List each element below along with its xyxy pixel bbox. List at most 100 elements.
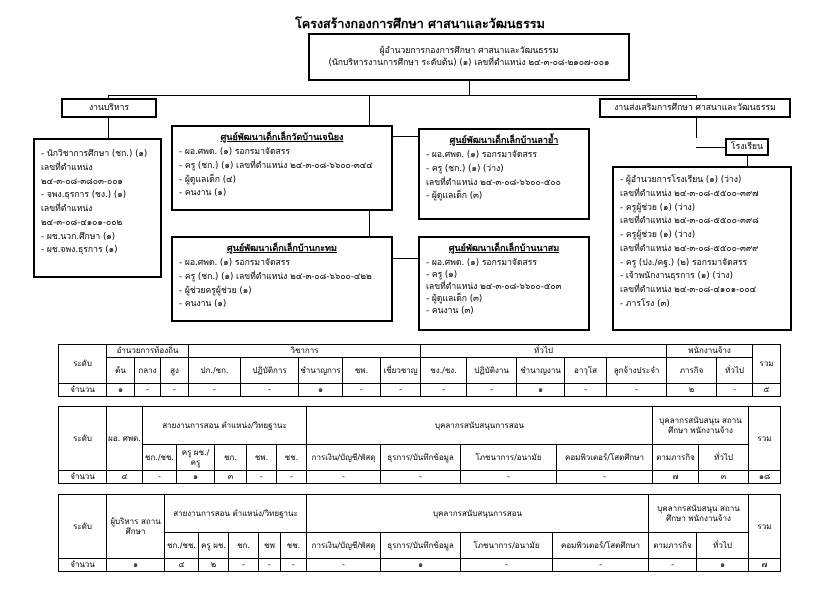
center-list: - ผอ.ศพด. (๑) รอกรมาจัดสรร - ครู (ชก.) (…: [173, 146, 391, 201]
table1-cell: ๑: [516, 383, 566, 397]
table2-col-header: ธุรการ/บันทึกข้อมูล: [380, 444, 461, 471]
table2-col-header: ครู ผช./ครู: [176, 444, 215, 471]
table1-cell: -: [379, 383, 422, 397]
school-item: - ครูผู้ช่วย (๑) (ว่าง): [620, 202, 696, 213]
table1-col-header: ชง./ชง.: [420, 357, 468, 384]
connector-director-down: [469, 81, 470, 95]
connector-horizontal: [108, 95, 696, 96]
admin-label: งานบริหาร: [88, 102, 130, 113]
table3-group-header: บุคลากรสนับสนุนการสอน: [305, 494, 650, 533]
table3-cell: ๔: [164, 558, 199, 572]
table2-total-header: รวม: [748, 406, 782, 471]
table2-cell: -: [142, 470, 177, 484]
table1-col-header: ภารกิจ: [666, 357, 718, 384]
table1-col-header: ชำนาญงาน: [516, 357, 566, 384]
center-item: - คนงาน (๑): [179, 188, 227, 199]
table3-cell: ๗: [748, 558, 782, 572]
center-item: - ผอ.ศพด. (๑) รอกรมาจัดสรร: [179, 258, 290, 268]
center-item: - ครู (ชก.) (๑) เลขที่ตำแหน่ง ๒๔-๓-๐๘-๖๖…: [179, 271, 372, 282]
table2-cell: ๓: [214, 470, 247, 484]
school-item: เลขที่ตำแหน่ง ๒๔-๓-๐๘-๕๕๐๐-๓๙๘: [620, 216, 759, 227]
table2-cell: ๗: [652, 470, 700, 484]
table1-cell: -: [716, 383, 754, 397]
table3-col-header: คอมพิวเตอร์/โสตศึกษา: [551, 532, 650, 559]
center-box-2: ศูนย์พัฒนาเด็กเล็กบ้านลาย้ำ - ผอ.ศพด. (๑…: [418, 128, 590, 220]
table2-head-header: ผอ. ศพด.: [106, 406, 143, 471]
table3-cell: -: [551, 558, 650, 572]
table3-cell: -: [280, 558, 307, 572]
table1-cell: -: [420, 383, 468, 397]
table3-level-header: ระดับ: [58, 494, 107, 559]
table2-cell: -: [555, 470, 654, 484]
table1-col-header: ชพ.: [342, 357, 381, 384]
table1-row-label: จำนวน: [58, 383, 107, 397]
table3-col-header: ธุรการ/บันทึกข้อมูล: [380, 532, 461, 559]
staff-table-2: ระดับ ผอ. ศพด. สายงานการสอน ตำแหน่ง/วิทย…: [58, 406, 782, 484]
table3-col-header: ชก./ชช.: [164, 532, 199, 559]
table1-group-header: พนักงานจ้าง: [666, 344, 754, 358]
center-item: - ผอ.ศพด. (๑) รอกรมาจัดสรร: [426, 150, 537, 160]
table2-cell: ๑: [176, 470, 215, 484]
table1-col-header: ปก./ชก.: [188, 357, 241, 384]
table3-col-header: ตามภารกิจ: [648, 532, 698, 559]
table1-cell: -: [466, 383, 518, 397]
table1-cell: -: [240, 383, 299, 397]
center-box-3: ศูนย์พัฒนาเด็กเล็กบ้านกะทม - ผอ.ศพด. (๑)…: [171, 236, 393, 322]
connector-school-down: [747, 156, 748, 166]
table2-col-header: ชพ.: [246, 444, 277, 471]
center-list: - ผอ.ศพด. (๑) รอกรมาจัดสรร - ครู (๑) เลข…: [420, 257, 588, 317]
table1-cell: -: [564, 383, 608, 397]
center-list: - ผอ.ศพด. (๑) รอกรมาจัดสรร - ครู (ชก.) (…: [420, 149, 588, 204]
table2-col-header: การเงิน/บัญชี/พัสดุ: [306, 444, 381, 471]
table3-group-header: สายงานการสอน ตำแหน่ง/วิทยฐานะ: [164, 494, 307, 533]
table3-cell: ๑: [380, 558, 461, 572]
center-item: - ผอ.ศพด. (๑) รอกรมาจัดสรร: [426, 258, 537, 268]
table3-cell: ๒: [198, 558, 229, 572]
table1-total-header: รวม: [752, 344, 782, 384]
table1-col-header: กลาง: [134, 357, 161, 384]
connector-center-tr: [369, 136, 418, 137]
table3-cell: -: [228, 558, 259, 572]
center-item: เลขที่ตำแหน่ง ๒๔-๓-๐๘-๖๖๐๐-๕๐๓: [426, 282, 562, 293]
admin-list-box: - นักวิชาการศึกษา (ชก.) (๑) เลขที่ตำแหน่…: [33, 138, 162, 278]
promo-label: งานส่งเสริมการศึกษา ศาสนาและวัฒนธรรม: [614, 102, 776, 113]
admin-item: เลขที่ตำแหน่ง: [41, 162, 93, 173]
table3-head-header: ผู้บริหาร สถานศึกษา: [106, 494, 165, 559]
table1-col-header: ทั่วไป: [716, 357, 754, 384]
connector-promo-down: [696, 116, 697, 138]
table3-col-header: ครู ผช.: [198, 532, 229, 559]
chart-title: โครงสร้างกองการศึกษา ศาสนาและวัฒนธรรม: [295, 16, 545, 31]
table3-col-header: ชพ: [258, 532, 281, 559]
school-item: เลขที่ตำแหน่ง ๒๔-๓-๐๘-๕๕๐๐-๓๙๙: [620, 243, 759, 254]
center-item: - ครู (๑): [426, 270, 458, 281]
school-item: - เจ้าพนักงานธุรการ (๑) (ว่าง): [620, 271, 733, 282]
admin-item: - นักวิชาการศึกษา (ชก.) (๑): [41, 149, 148, 159]
table2-cell: ๓: [698, 470, 750, 484]
table2-row-label: จำนวน: [58, 470, 107, 484]
center-item: - คนงาน (๓): [426, 306, 474, 317]
admin-item: - ผช.จพง.ธุรการ (๑): [41, 245, 118, 256]
school-item: - ครู (ปง./คฐ.) (๒) รอกรมาจัดสรร: [620, 257, 748, 268]
table1-cell: -: [188, 383, 241, 397]
table2-cell: -: [306, 470, 381, 484]
table2-col-header: ทั่วไป: [698, 444, 750, 471]
center-item: - ผู้ช่วยครูผู้ช่วย (๑): [179, 285, 252, 296]
table1-col-header: ปฏิบัติงาน: [466, 357, 518, 384]
school-item: - ครูผู้ช่วย (๑) (ว่าง): [620, 230, 696, 240]
admin-item: ๒๔-๓-๐๘-๔๑๐๑-๐๐๒: [41, 217, 123, 228]
table2-col-header: ชก.: [214, 444, 247, 471]
table3-cell: -: [460, 558, 553, 572]
table3-col-header: การเงิน/บัญชี/พัสดุ: [306, 532, 381, 559]
admin-item: เลขที่ตำแหน่ง: [41, 204, 93, 214]
promo-box: งานส่งเสริมการศึกษา ศาสนาและวัฒนธรรม: [599, 98, 791, 118]
center-title: ศูนย์พัฒนาเด็กเล็กบ้านลาย้ำ: [449, 136, 559, 146]
table2-col-header: ตามภารกิจ: [652, 444, 700, 471]
table2-group-header: บุคลากรสนับสนุน สถานศึกษา พนักงานจ้าง: [652, 406, 750, 445]
connector-promo-stem: [696, 95, 697, 100]
table2-cell: ๔: [106, 470, 143, 484]
center-item: - ผู้ดูแลเด็ก (๔): [179, 174, 236, 185]
table1-col-header: เชี่ยวชาญ: [379, 357, 422, 384]
table3-group-header: บุคลากรสนับสนุน สถานศึกษา พนักงานจ้าง: [648, 494, 750, 533]
table2-col-header: ชก./ชช.: [142, 444, 177, 471]
connector-admin-down: [108, 116, 109, 138]
